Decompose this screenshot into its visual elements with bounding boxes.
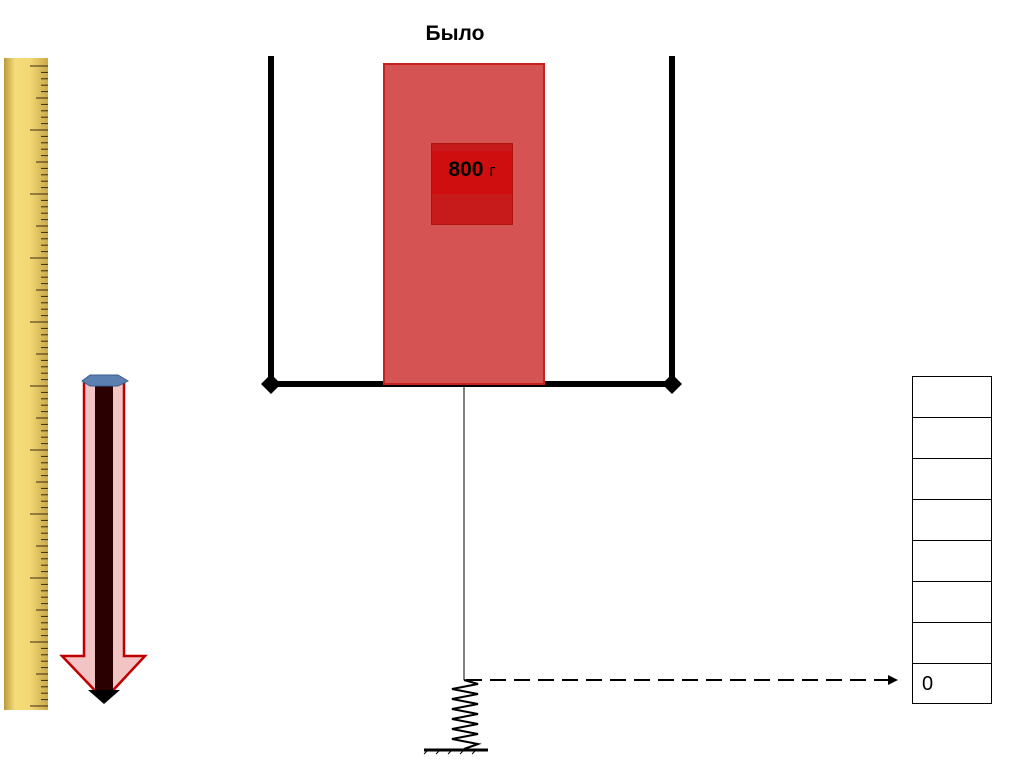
weight-unit: г [489,161,496,180]
weight-value: 800 [448,158,484,181]
diagram-title: Было [425,22,485,45]
down-arrow-icon [59,374,148,704]
measurement-scale: 0 [912,376,992,704]
scale-row [913,500,991,541]
spring-base-hatch [423,749,477,755]
ruler-icon [4,58,48,710]
weight-label-plate [431,143,513,225]
scale-row: 0 [922,673,934,695]
weight-label: 800 г [431,158,513,182]
scale-row [913,377,991,418]
spring-icon [451,679,482,750]
arrow-cap [81,374,130,387]
scale-row [913,459,991,500]
pointer-arrowhead [888,675,898,685]
scale-row [913,541,991,582]
scale-row [913,623,991,664]
floor-right-cap [662,374,682,394]
scale-row [913,418,991,459]
scale-row [913,582,991,623]
floor-left-cap [261,374,281,394]
